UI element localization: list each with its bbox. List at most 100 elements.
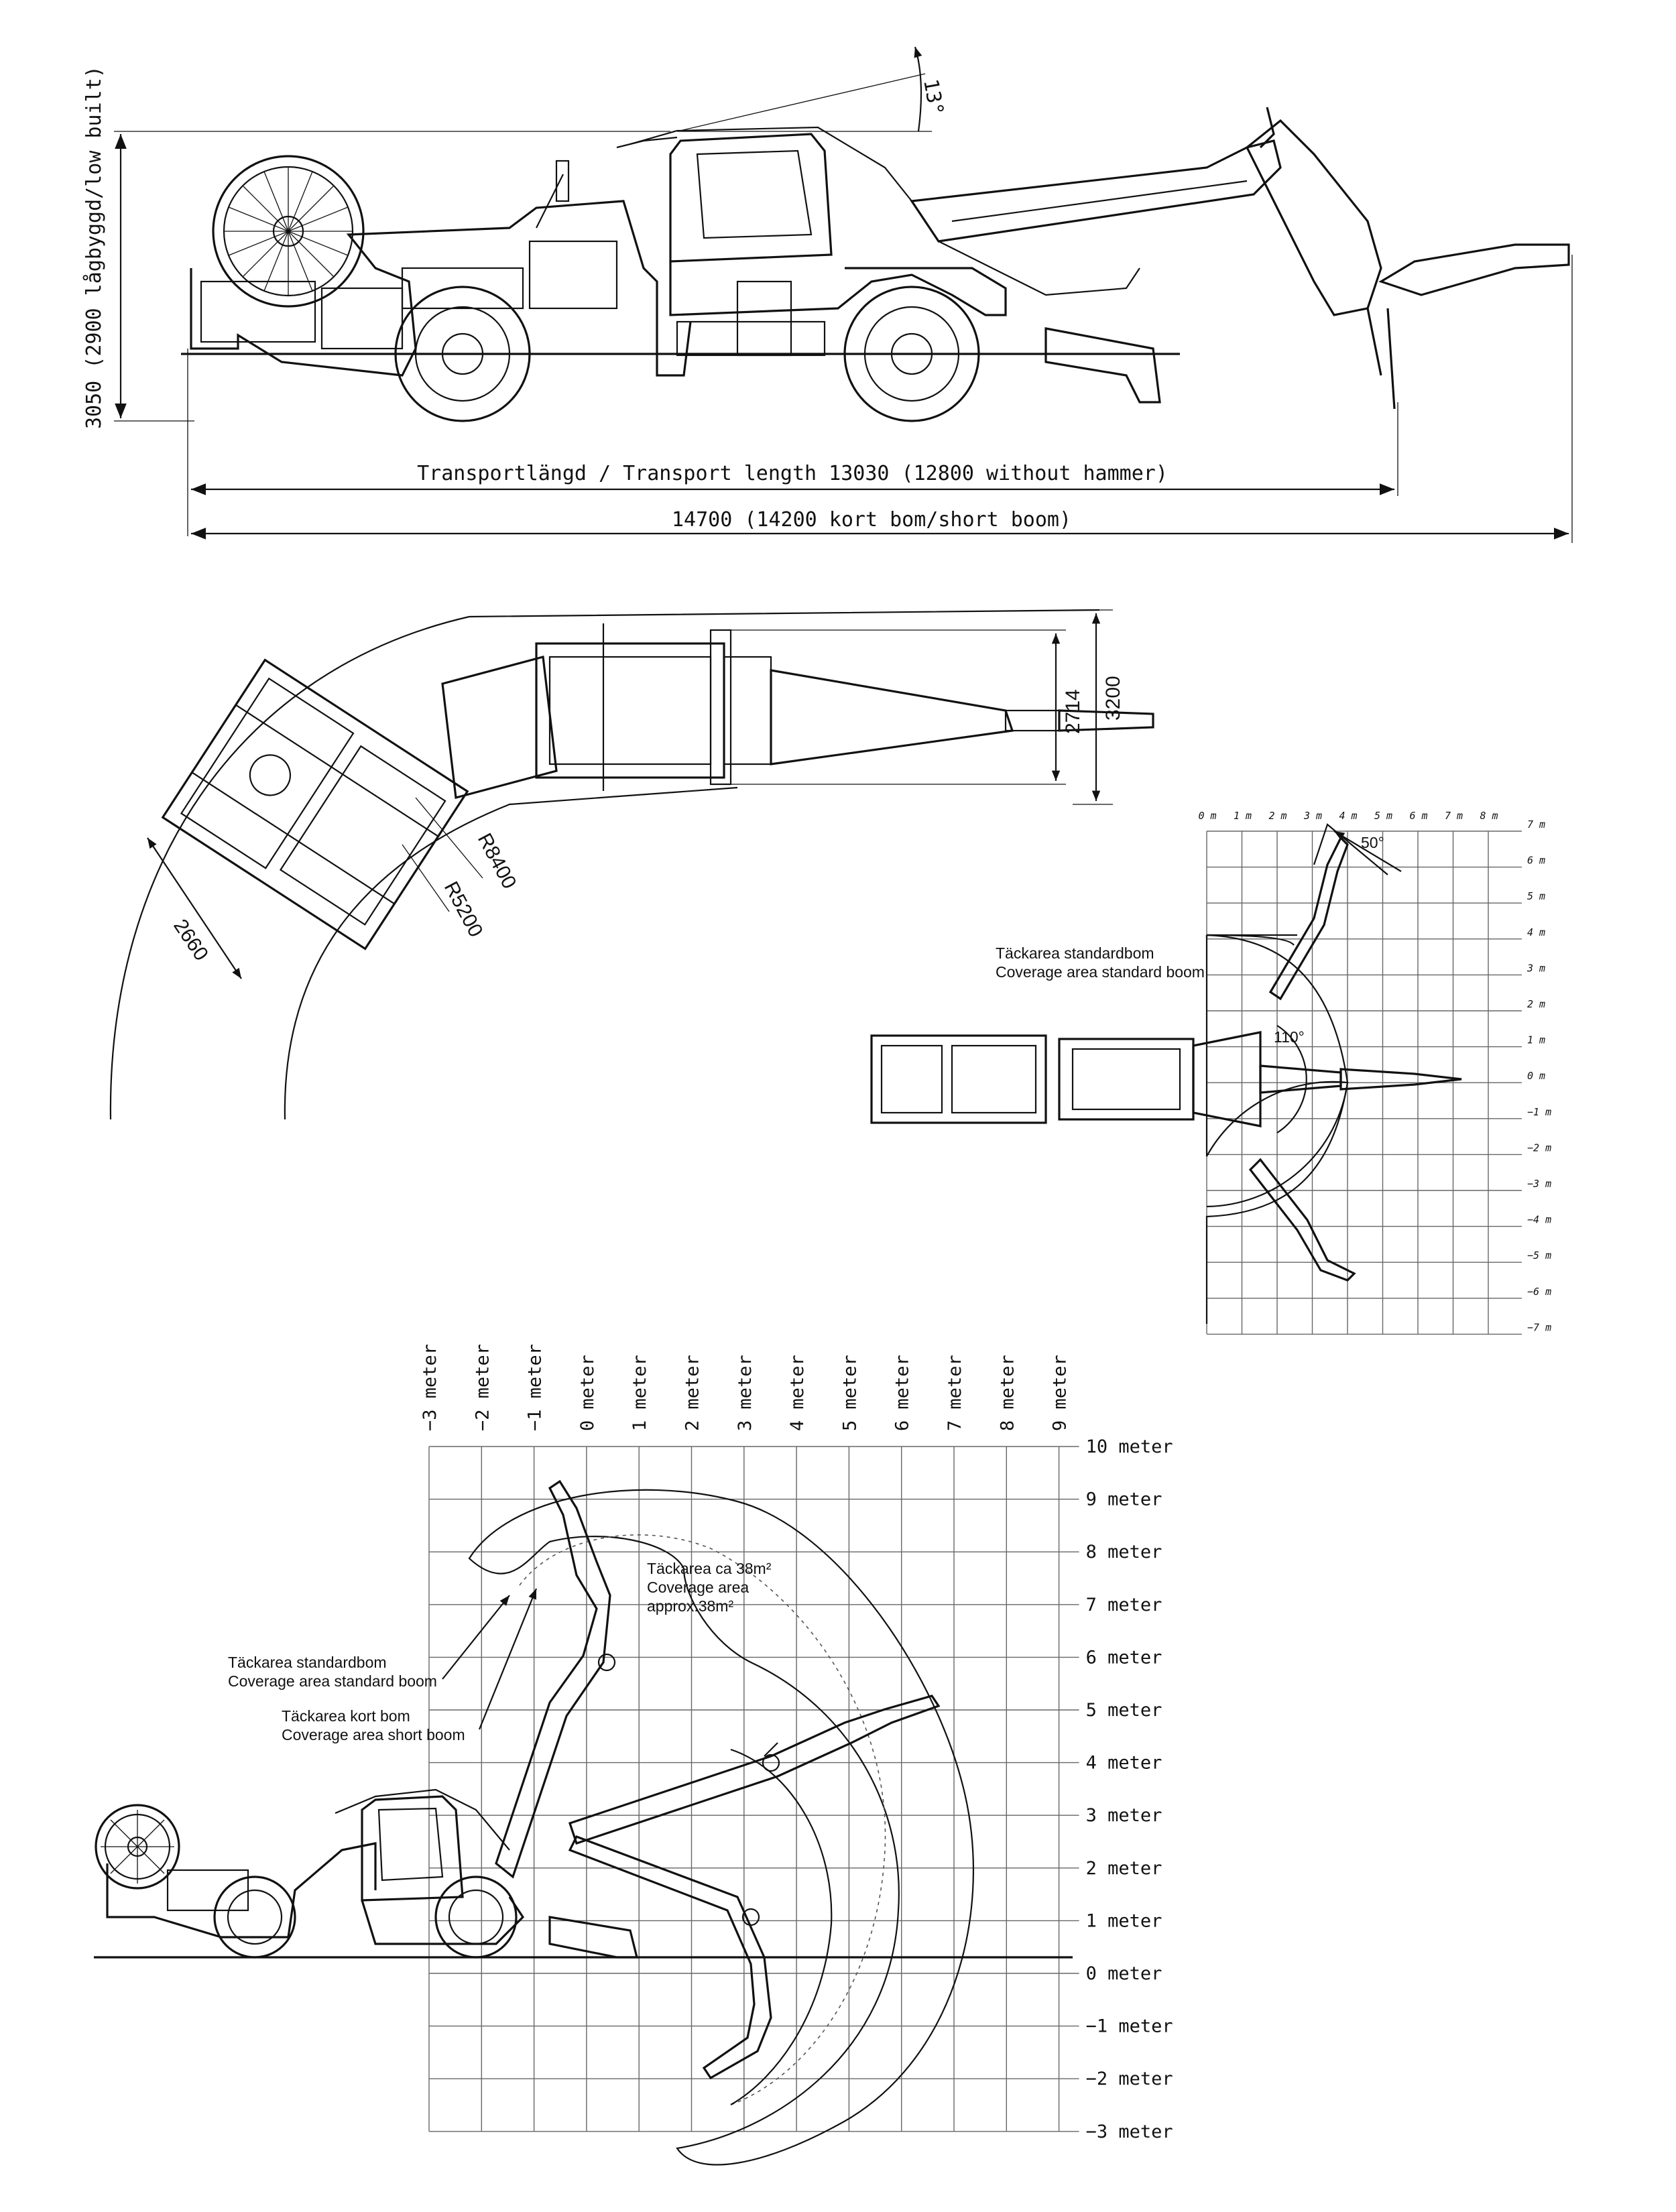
total-length-dimension: 14700 (14200 kort bom/short boom) <box>191 255 1573 543</box>
elev-y-tick-label: 0 meter <box>1086 1963 1162 1984</box>
plan-y-tick-label: 1 m <box>1527 1034 1545 1046</box>
side-view: 3050 (2900 lågbyggd/low built) 13° <box>82 46 1573 543</box>
elev-y-tick-label: 2 meter <box>1086 1858 1162 1879</box>
coverage-elevation-grid <box>428 1446 1079 2132</box>
coverage-envelope-short <box>519 1534 886 2105</box>
elev-x-tick-label: 0 meter <box>577 1355 598 1431</box>
coverage-elevation: −3 meter −2 meter −1 meter 0 meter 1 meter 2 … <box>94 1344 1173 2166</box>
short-boom-label-en: Coverage area short boom <box>282 1726 465 1743</box>
coverage-plan-grid <box>1206 831 1522 1335</box>
slew-angle-label: 110° <box>1274 1028 1305 1046</box>
plan-coverage-label-sv: Täckarea standardbom <box>996 944 1154 962</box>
outer-radius-label: R8400 <box>473 830 521 893</box>
elev-y-tick-label: 8 meter <box>1086 1542 1162 1562</box>
plan-y-tick-label: −4 m <box>1527 1214 1551 1226</box>
dozer-blade <box>1044 327 1161 404</box>
plan-x-tick-label: 6 m <box>1410 810 1428 822</box>
plan-coverage-label-en: Coverage area standard boom <box>996 963 1205 981</box>
plan-y-tick-label: 0 m <box>1527 1070 1545 1082</box>
plan-x-tick-label: 3 m <box>1303 810 1322 822</box>
coverage-envelope-standard <box>468 1489 975 2166</box>
boom-plan-right <box>1248 1158 1356 1282</box>
plan-x-tick-label: 0 m <box>1199 810 1217 822</box>
short-boom-label-sv: Täckarea kort bom <box>282 1707 410 1725</box>
standard-boom-label-en: Coverage area standard boom <box>228 1672 437 1690</box>
boom-angle-label: 13° <box>918 77 948 117</box>
boom-plan-left <box>1268 823 1388 1001</box>
boom-elevation-up <box>495 1479 616 1879</box>
coverage-elevation-x-axis: −3 meter −2 meter −1 meter 0 meter 1 meter 2 … <box>420 1344 1071 1431</box>
plan-y-tick-label: −6 m <box>1527 1286 1551 1298</box>
elev-y-tick-label: 3 meter <box>1086 1805 1162 1826</box>
coverage-plan-y-axis: 7 m6 m5 m4 m3 m2 m1 m0 m−1 m−2 m−3 m−4 m… <box>1527 818 1551 1333</box>
plan-y-tick-label: −2 m <box>1527 1142 1551 1154</box>
plan-y-tick-label: −7 m <box>1527 1321 1551 1333</box>
plan-x-tick-label: 7 m <box>1445 810 1463 822</box>
plan-x-tick-label: 2 m <box>1269 810 1287 822</box>
top-view-turning: 2714 3200 2660 R8400 R5200 <box>109 609 1154 1120</box>
machine-elevation <box>95 1788 639 1959</box>
front-frame-topview <box>441 623 1154 800</box>
operator-cabin <box>669 133 833 263</box>
transport-length-label: Transportlängd / Transport length 13030 … <box>417 462 1168 485</box>
elev-y-tick-label: 1 meter <box>1086 1910 1162 1931</box>
plan-x-tick-label: 8 m <box>1480 810 1498 822</box>
plan-x-tick-label: 5 m <box>1374 810 1392 822</box>
plan-y-tick-label: −1 m <box>1527 1106 1551 1118</box>
area-label-sv: Täckarea ca 38m² <box>647 1560 772 1577</box>
elev-x-tick-label: −2 meter <box>472 1344 493 1431</box>
boom-arm <box>910 139 1282 243</box>
inner-turning-radius <box>284 786 738 1120</box>
plan-y-tick-label: 5 m <box>1527 890 1545 902</box>
width-large-label: 3200 <box>1102 676 1124 721</box>
area-label-en-1: Coverage area <box>647 1579 749 1596</box>
boom-angle-dimension: 13° <box>676 46 948 132</box>
height-label: 3050 (2900 lågbyggd/low built) <box>82 66 106 429</box>
hammer-tool <box>1378 243 1570 296</box>
elev-x-tick-label: 3 meter <box>735 1355 756 1431</box>
elev-x-tick-label: 5 meter <box>839 1355 860 1431</box>
elev-y-tick-label: 4 meter <box>1086 1753 1162 1774</box>
elev-x-tick-label: 1 meter <box>630 1355 650 1431</box>
machine-side-outline <box>181 107 1570 422</box>
coverage-plan-x-axis: 0 m 1 m 2 m 3 m 4 m 5 m 6 m 7 m 8 m <box>1199 810 1498 822</box>
width-small-label: 2714 <box>1062 689 1084 734</box>
plan-x-tick-label: 1 m <box>1234 810 1252 822</box>
elev-x-tick-label: 6 meter <box>892 1355 913 1431</box>
elev-y-tick-label: −3 meter <box>1086 2122 1173 2142</box>
elev-x-tick-label: 7 meter <box>945 1355 965 1431</box>
area-label-en-2: approx.38m² <box>647 1597 733 1615</box>
elev-x-tick-label: 9 meter <box>1050 1355 1071 1431</box>
cable-reel <box>212 155 365 308</box>
reel-spokes <box>225 168 352 295</box>
elev-x-tick-label: 4 meter <box>787 1355 808 1431</box>
elev-x-tick-label: 8 meter <box>997 1355 1018 1431</box>
elev-x-tick-label: −1 meter <box>525 1344 546 1431</box>
elev-x-tick-label: −3 meter <box>420 1344 440 1431</box>
elev-x-tick-label: 2 meter <box>682 1355 703 1431</box>
rear-width-label: 2660 <box>169 915 213 965</box>
transport-length-dimension: Transportlängd / Transport length 13030 … <box>187 349 1398 536</box>
rear-wheel <box>394 286 531 422</box>
plan-y-tick-label: −3 m <box>1527 1178 1551 1190</box>
plan-y-tick-label: 7 m <box>1527 818 1545 831</box>
outer-turning-radius <box>109 609 1100 1120</box>
plan-y-tick-label: 2 m <box>1527 998 1545 1010</box>
elev-y-tick-label: 10 meter <box>1086 1436 1173 1457</box>
boom-elevation-down <box>568 1835 772 2080</box>
height-dimension: 3050 (2900 lågbyggd/low built) <box>82 66 670 429</box>
elev-y-tick-label: 5 meter <box>1086 1700 1162 1721</box>
front-wheel <box>843 286 980 422</box>
elev-y-tick-label: 7 meter <box>1086 1595 1162 1615</box>
plan-y-tick-label: 3 m <box>1527 962 1545 974</box>
swing-angle-label: 50° <box>1361 834 1384 851</box>
elev-y-tick-label: 9 meter <box>1086 1489 1162 1510</box>
inner-radius-label: R5200 <box>440 878 487 941</box>
plan-y-tick-label: 4 m <box>1527 926 1545 938</box>
machine-plan-view <box>870 1031 1462 1127</box>
coverage-plan: 0 m 1 m 2 m 3 m 4 m 5 m 6 m 7 m 8 m 7 m 6 m 5 m 4 m… <box>870 810 1551 1335</box>
width-dimensions: 2714 3200 <box>724 609 1124 805</box>
plan-x-tick-label: 4 m <box>1339 810 1358 822</box>
elev-y-tick-label: −1 meter <box>1086 2016 1173 2037</box>
